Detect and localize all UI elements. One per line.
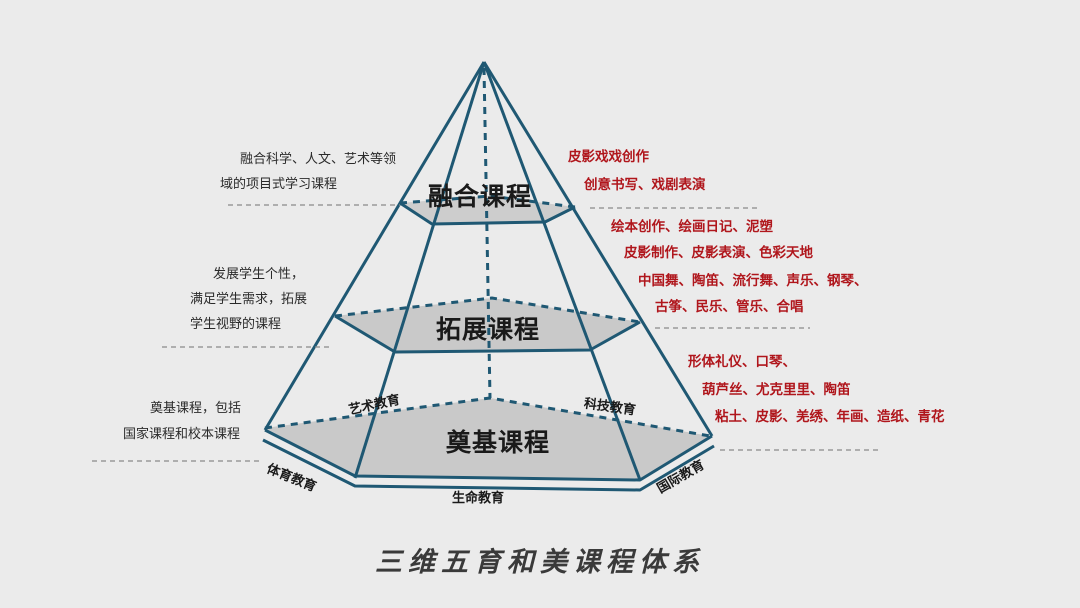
layer-description-foundation-line1: 奠基课程，包括 (150, 401, 242, 416)
diagram-title: 三维五育和美课程体系 (375, 547, 705, 578)
courses-integration-line2: 创意书写、戏剧表演 (584, 177, 706, 193)
layer-description-extension-line3: 学生视野的课程 (190, 317, 282, 332)
middle-layer-fill (335, 298, 640, 352)
courses-extension-line4: 古筝、民乐、管乐、合唱 (655, 299, 804, 315)
layer-title-foundation: 奠基课程 (446, 428, 551, 457)
layer-description-integration-line1: 融合科学、人文、艺术等领 (240, 152, 397, 167)
layer-description-extension-line2: 满足学生需求，拓展 (190, 292, 308, 307)
layer-title-integration: 融合课程 (428, 182, 533, 211)
layer-title-extension: 拓展课程 (436, 315, 541, 344)
courses-extension-line2: 皮影制作、皮影表演、色彩天地 (624, 245, 813, 261)
courses-foundation-line3: 粘土、皮影、羌绣、年画、造纸、青花 (715, 409, 945, 425)
base-face-life-education: 生命教育 (452, 491, 505, 506)
courses-extension-line3: 中国舞、陶笛、流行舞、声乐、钢琴、 (638, 273, 868, 289)
base-layer-fill (265, 398, 710, 480)
courses-extension-line1: 绘本创作、绘画日记、泥塑 (611, 219, 773, 235)
top-layer-fill (400, 196, 575, 224)
courses-foundation-line1: 形体礼仪、口琴、 (688, 354, 796, 370)
courses-foundation-line2: 葫芦丝、尤克里里、陶笛 (702, 382, 851, 398)
layer-description-integration-line2: 域的项目式学习课程 (220, 177, 338, 192)
layer-description-extension-line1: 发展学生个性， (213, 267, 305, 282)
layer-description-foundation-line2: 国家课程和校本课程 (123, 427, 241, 442)
courses-integration-line1: 皮影戏戏创作 (568, 149, 649, 165)
